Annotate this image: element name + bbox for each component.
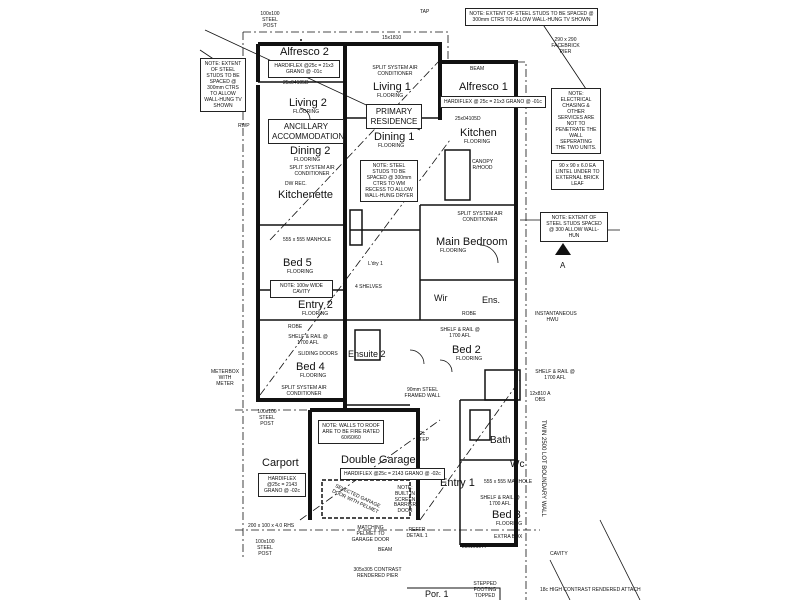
stepped-footing: STEPPED FOOTING TOPPED	[473, 581, 497, 599]
room-entry-1: Entry 1	[440, 477, 475, 489]
contrast-attach: 18c HIGH CONTRAST RENDERED ATTACH	[540, 587, 641, 593]
ancillary-label: ANCILLARY ACCOMMODATION	[268, 119, 344, 145]
primary-label: PRIMARY RESIDENCE	[366, 104, 422, 130]
tv-studs-note: NOTE: EXTENT OF STEEL STUDS TO BE SPACED…	[465, 8, 598, 26]
wm-studs-note: NOTE: STEEL STUDS TO BE SPACED @ 300mm C…	[360, 160, 418, 202]
dw-rec: DW REC.	[285, 181, 307, 187]
split-system-1: SPLIT SYSTEM AIR CONDITIONER	[372, 65, 418, 77]
instantaneous-hwu: INSTANTANEOUS HWU	[535, 311, 577, 323]
room-entry-2: Entry 2	[298, 299, 333, 311]
room-bed-3: Bed 3	[492, 509, 521, 521]
shelf-rail-bed2: SHELF & RAIL @ 1700 AFL	[440, 327, 480, 339]
flooring-label: FLOORING	[302, 311, 329, 317]
room-alfresco-2: Alfresco 2	[280, 46, 329, 58]
flooring-label: FLOORING	[300, 373, 327, 379]
lintel-note: 90 x 90 x 6.0 EA LINTEL UNDER TO EXTERNA…	[551, 160, 604, 190]
steel-post-mid: 100x100 STEEL POST	[257, 409, 277, 427]
shelf-rail-bed3: SHELF & RAIL @ 1700 AFL	[480, 495, 520, 507]
hardiflex-garage: HARDIFLEX @25c = 2143 GRANO @ -02c	[340, 468, 445, 480]
room-alfresco-1: Alfresco 1	[459, 81, 508, 93]
facebrick-pier: 290 x 290 FACEBRICK PIER	[551, 37, 580, 55]
matching-pelmet: MATCHING PELMET TO GARAGE DOOR	[351, 525, 390, 543]
rhs-beam: 200 x 100 x 4.0 RHS	[248, 523, 295, 529]
room-bed-5: Bed 5	[283, 257, 312, 269]
four-shelves: 4 SHELVES	[355, 284, 382, 290]
room-main-bedroom: Main Bedroom	[436, 236, 508, 248]
robe-bed2: ROBE	[462, 311, 477, 317]
electrical-note: NOTE: ELECTRICAL CHASING & OTHER SERVICE…	[551, 88, 601, 154]
room-dining-1: Dining 1	[374, 131, 415, 143]
room-kitchen: Kitchen	[460, 127, 497, 139]
canopy-rangehood: CANOPY R/HOOD	[471, 159, 494, 171]
rwp-label: RWP	[238, 123, 250, 129]
flooring-label: FLOORING	[377, 93, 404, 99]
room-ens: Ens.	[482, 295, 501, 305]
room-dining-2: Dining 2	[290, 145, 331, 157]
room-laundry: L'dry 1	[368, 261, 383, 267]
flooring-label: FLOORING	[293, 109, 320, 115]
hardiflex-alfresco-1: HARDIFLEX @ 25c = 21x3 GRANO @ -01c	[440, 96, 546, 108]
room-wc: Wc	[510, 459, 525, 470]
room-porch-1: Por. 1	[425, 589, 449, 599]
cavity-label: CAVITY	[550, 551, 568, 557]
manhole-bed3: 555 x 555 MANHOLE	[484, 479, 533, 485]
room-living-1: Living 1	[373, 81, 411, 93]
section-marker: A	[560, 261, 566, 270]
beam-label: BEAM	[470, 66, 485, 72]
boundary-wall: TWIN 2500 LOT BOUNDARY WALL	[540, 420, 546, 517]
room-ensuite-2: Ensuite 2	[348, 349, 386, 359]
refer-detail: REFER DETAIL 1	[406, 527, 428, 539]
sd-bed3: 25x1010 A	[462, 544, 486, 550]
sliding-door-tag-2: 25x04105D	[455, 116, 481, 122]
flooring-label: FLOORING	[294, 157, 321, 163]
room-kitchenette: Kitchenette	[278, 189, 334, 201]
flooring-label: FLOORING	[440, 248, 467, 254]
flooring-label: FLOORING	[464, 139, 491, 145]
fire-rated-note: NOTE: WALLS TO ROOF ARE TO BE FIRE RATED…	[318, 420, 384, 444]
split-system-4: SPLIT SYSTEM AIR CONDITIONER	[281, 385, 327, 397]
meter-box: METERBOX WITH METER	[210, 369, 240, 387]
room-bed-2: Bed 2	[452, 344, 481, 356]
contrast-pier: 305x305 CONTRAST RENDERED PIER	[353, 567, 402, 579]
split-system-main: SPLIT SYSTEM AIR CONDITIONER	[457, 211, 503, 223]
extra-box: EXTRA BOX	[494, 534, 523, 540]
lintel-top: 15x1810	[382, 35, 402, 41]
room-living-2: Living 2	[289, 97, 327, 109]
tap-label: TAP	[420, 9, 430, 15]
step-label: 2c STEP	[415, 431, 430, 443]
left-studs-note: NOTE: EXTENT OF STEEL STUDS TO BE SPACED…	[200, 58, 246, 112]
manhole-bed5: 555 x 555 MANHOLE	[283, 237, 332, 243]
flooring-label: FLOORING	[287, 269, 314, 275]
split-system-2: SPLIT SYSTEM AIR CONDITIONER	[289, 165, 335, 177]
room-bed-4: Bed 4	[296, 361, 325, 373]
beam-garage: BEAM	[378, 547, 393, 553]
hardiflex-alfresco-2: HARDIFLEX @25c = 21x3 GRANO @ -01c	[268, 60, 340, 78]
flooring-label: FLOORING	[456, 356, 483, 362]
shelf-rail-bed4: SHELF & RAIL @ 1700 AFL	[288, 334, 328, 346]
flooring-label: FLOORING	[496, 521, 523, 527]
room-double-garage: Double Garage	[341, 454, 416, 466]
room-carport: Carport	[262, 457, 299, 469]
framed-wall: 90mm STEEL FRAMED WALL	[404, 387, 441, 399]
sliding-doors: SLIDING DOORS	[298, 351, 338, 357]
room-bath: Bath	[490, 435, 511, 446]
room-wir: Wir	[434, 293, 448, 303]
steel-post-top: 100x100 STEEL POST	[260, 11, 280, 29]
right-studs-note: NOTE: EXTENT OF STEEL STUDS SPACED @ 300…	[540, 212, 608, 242]
steel-post-bottom: 100x100 STEEL POST	[255, 539, 275, 557]
hardiflex-carport: HARDIFLEX @25c = 2143 GRANO @ -02c	[258, 473, 306, 497]
sliding-door-tag: 25x04105D	[283, 80, 309, 86]
cavity-note: NOTE: 100w WIDE CAVITY	[270, 280, 333, 298]
flooring-label: FLOORING	[378, 143, 405, 149]
robe-bed4: ROBE	[288, 324, 303, 330]
shelf-rail-right: SHELF & RAIL @ 1700 AFL	[535, 369, 575, 381]
screen-door-note: NOTE: BUILT IN SCREEN BARRIER DOOR	[393, 485, 417, 514]
sd-right: 12x810 A OBS	[529, 391, 551, 403]
